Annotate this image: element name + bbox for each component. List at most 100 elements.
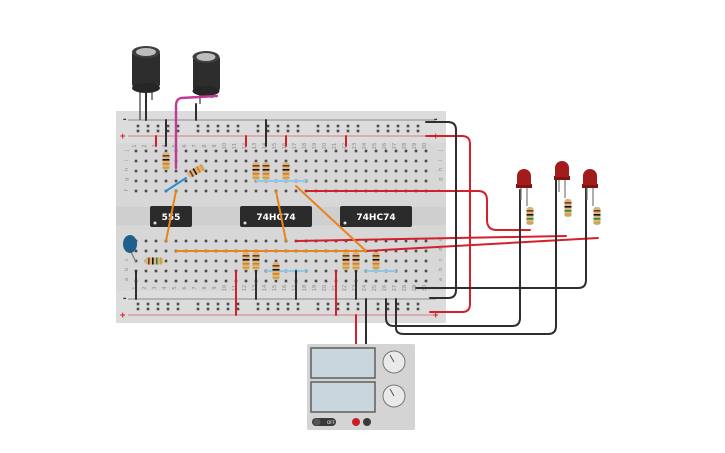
breadboard-hole[interactable] — [324, 259, 328, 263]
breadboard-hole[interactable] — [256, 302, 260, 306]
ceramic-capacitor[interactable] — [123, 235, 137, 263]
breadboard-hole[interactable] — [316, 124, 320, 128]
breadboard-hole[interactable] — [184, 259, 188, 263]
breadboard-hole[interactable] — [304, 279, 308, 283]
breadboard-hole[interactable] — [374, 179, 378, 183]
breadboard-hole[interactable] — [224, 159, 228, 163]
breadboard-hole[interactable] — [414, 179, 418, 183]
breadboard-hole[interactable] — [274, 159, 278, 163]
breadboard-hole[interactable] — [364, 169, 368, 173]
breadboard-hole[interactable] — [404, 169, 408, 173]
breadboard-hole[interactable] — [294, 149, 298, 153]
breadboard-hole[interactable] — [344, 279, 348, 283]
breadboard-hole[interactable] — [244, 189, 248, 193]
breadboard-hole[interactable] — [326, 129, 330, 133]
breadboard-hole[interactable] — [364, 279, 368, 283]
breadboard-hole[interactable] — [404, 249, 408, 253]
breadboard-hole[interactable] — [196, 129, 200, 133]
breadboard-hole[interactable] — [374, 279, 378, 283]
breadboard-hole[interactable] — [424, 279, 428, 283]
breadboard-hole[interactable] — [196, 307, 200, 311]
breadboard-hole[interactable] — [356, 302, 360, 306]
breadboard-hole[interactable] — [376, 129, 380, 133]
breadboard-hole[interactable] — [286, 124, 290, 128]
breadboard-hole[interactable] — [414, 159, 418, 163]
wire-black-led-1[interactable] — [385, 189, 521, 327]
breadboard-hole[interactable] — [184, 239, 188, 243]
breadboard-hole[interactable] — [354, 179, 358, 183]
breadboard-hole[interactable] — [294, 259, 298, 263]
breadboard-hole[interactable] — [224, 169, 228, 173]
breadboard-hole[interactable] — [244, 239, 248, 243]
breadboard-hole[interactable] — [204, 169, 208, 173]
breadboard-hole[interactable] — [216, 307, 220, 311]
breadboard-hole[interactable] — [384, 159, 388, 163]
breadboard-hole[interactable] — [194, 259, 198, 263]
breadboard-hole[interactable] — [194, 179, 198, 183]
led-3[interactable] — [582, 169, 598, 206]
breadboard-hole[interactable] — [144, 279, 148, 283]
breadboard-hole[interactable] — [324, 269, 328, 273]
breadboard-hole[interactable] — [194, 159, 198, 163]
breadboard-hole[interactable] — [314, 279, 318, 283]
breadboard-hole[interactable] — [424, 179, 428, 183]
breadboard-hole[interactable] — [166, 302, 170, 306]
breadboard-hole[interactable] — [346, 129, 350, 133]
breadboard-hole[interactable] — [396, 129, 400, 133]
breadboard-hole[interactable] — [154, 169, 158, 173]
resistor[interactable] — [526, 207, 534, 225]
breadboard-hole[interactable] — [236, 307, 240, 311]
breadboard-hole[interactable] — [354, 149, 358, 153]
breadboard-hole[interactable] — [274, 279, 278, 283]
breadboard-hole[interactable] — [164, 259, 168, 263]
breadboard-hole[interactable] — [204, 269, 208, 273]
breadboard-hole[interactable] — [294, 169, 298, 173]
breadboard-hole[interactable] — [226, 124, 230, 128]
breadboard-hole[interactable] — [424, 269, 428, 273]
breadboard-hole[interactable] — [214, 179, 218, 183]
breadboard-hole[interactable] — [406, 307, 410, 311]
breadboard-hole[interactable] — [164, 269, 168, 273]
breadboard-hole[interactable] — [206, 129, 210, 133]
breadboard-hole[interactable] — [276, 307, 280, 311]
resistor[interactable] — [282, 162, 290, 180]
breadboard-hole[interactable] — [144, 159, 148, 163]
breadboard-hole[interactable] — [356, 124, 360, 128]
breadboard-hole[interactable] — [236, 124, 240, 128]
breadboard-hole[interactable] — [314, 259, 318, 263]
electrolytic-capacitor-2[interactable] — [192, 51, 221, 104]
breadboard-hole[interactable] — [244, 179, 248, 183]
breadboard-hole[interactable] — [416, 124, 420, 128]
breadboard-hole[interactable] — [214, 269, 218, 273]
wire-black-led-3[interactable] — [415, 181, 587, 289]
breadboard-hole[interactable] — [294, 189, 298, 193]
breadboard-hole[interactable] — [324, 179, 328, 183]
breadboard-hole[interactable] — [394, 249, 398, 253]
breadboard-hole[interactable] — [244, 159, 248, 163]
resistor[interactable] — [593, 207, 601, 225]
breadboard-hole[interactable] — [314, 269, 318, 273]
breadboard-hole[interactable] — [374, 149, 378, 153]
breadboard-hole[interactable] — [286, 302, 290, 306]
breadboard-hole[interactable] — [314, 179, 318, 183]
breadboard-hole[interactable] — [214, 189, 218, 193]
breadboard-hole[interactable] — [326, 124, 330, 128]
breadboard-hole[interactable] — [234, 189, 238, 193]
chip-74hc74-1[interactable]: 74HC74 — [240, 206, 312, 227]
breadboard-hole[interactable] — [284, 159, 288, 163]
breadboard-hole[interactable] — [154, 179, 158, 183]
breadboard-hole[interactable] — [404, 239, 408, 243]
breadboard-hole[interactable] — [406, 124, 410, 128]
breadboard-hole[interactable] — [204, 239, 208, 243]
breadboard-hole[interactable] — [274, 149, 278, 153]
breadboard-hole[interactable] — [206, 307, 210, 311]
breadboard-hole[interactable] — [394, 279, 398, 283]
breadboard-hole[interactable] — [344, 179, 348, 183]
breadboard-hole[interactable] — [156, 124, 160, 128]
breadboard-hole[interactable] — [206, 124, 210, 128]
breadboard-hole[interactable] — [136, 307, 140, 311]
breadboard-hole[interactable] — [414, 269, 418, 273]
breadboard-hole[interactable] — [214, 259, 218, 263]
breadboard-hole[interactable] — [416, 129, 420, 133]
breadboard-hole[interactable] — [276, 124, 280, 128]
